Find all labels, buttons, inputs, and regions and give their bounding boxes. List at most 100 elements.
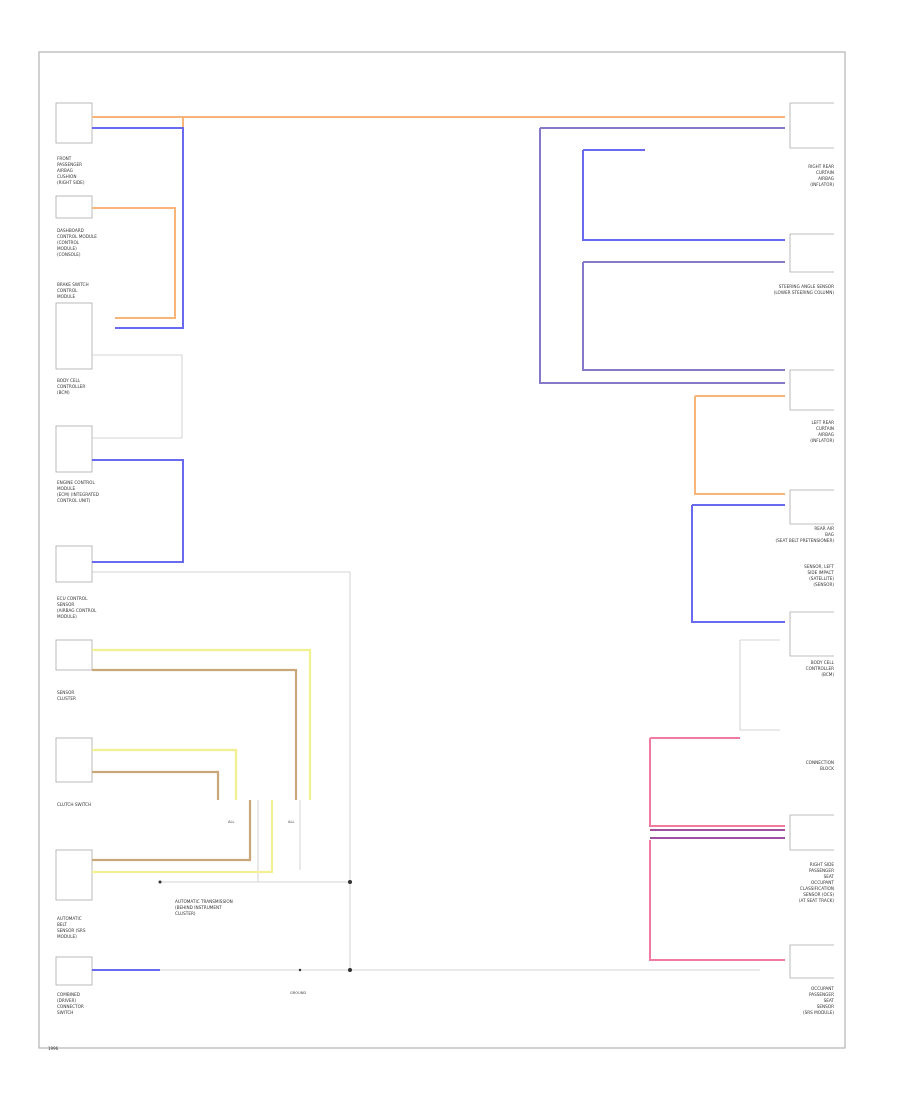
right-component-caption-line: (INFLATOR) [810,182,834,187]
right-component-caption-line: (SATELLITE) [809,576,834,581]
wire-blue [691,505,785,623]
gray-wires [92,354,780,971]
right-component-caption-line: (SRS MODULE) [803,1010,834,1015]
connector-box [789,489,834,525]
center-note-line: CLUSTER) [175,911,196,916]
right-component-caption-line: SEAT [824,874,835,879]
left-component-caption-line: CUSHION [57,174,76,179]
connector-box [789,102,834,149]
connector-box [55,545,93,583]
footer-label: 1996 [48,1046,59,1051]
left-component-caption-line: CONTROL [57,288,78,293]
connector-box [55,102,93,144]
left-component-caption-line: SENSOR [57,690,74,695]
left-component-caption-line: PASSENGER [57,162,82,167]
left-component-caption-line: (CONTROL [57,240,80,245]
junction-label: ALL [288,820,294,824]
right-component-caption-line: BAG [825,532,834,537]
right-component-caption-line: (LOWER STEERING COLUMN) [774,290,835,295]
wire-yellow [92,748,238,800]
left-component-caption-line: MODULE [57,294,76,299]
left-component-caption-line: (ECM) (INTEGRATED [57,492,99,497]
left-component-caption-line: CONNECTOR [57,1004,84,1009]
left-component-caption-line: SENSOR [57,602,74,607]
right-component-caption-line: REAR AIR [814,526,834,531]
right-component-caption-line: BODY CELL [811,660,835,665]
left-component-caption-line: (CONSOLE) [57,252,81,257]
wire-orange [694,396,785,495]
splice-dot [348,880,352,884]
splice-dot [298,968,302,972]
right-component-caption-line: RIGHT REAR [808,164,834,169]
right-component-caption-line: CURTAIN [816,170,834,175]
left-component-caption-line: (BCM) [57,390,70,395]
left-component-caption-line: FRONT [57,156,72,161]
wire-tan [92,800,252,862]
pink-wires [649,737,785,961]
left-component-caption-line: ECU CONTROL [57,596,88,601]
left-component-caption-line: ENGINE CONTROL [57,480,95,485]
connector-box [55,639,93,671]
right-component-caption-line: STEERING ANGLE SENSOR [779,284,834,289]
right-component-caption-line: OCCUPANT [811,880,834,885]
left-connector-boxes [55,102,93,986]
junction-label: ALL [228,820,234,824]
wire-gray [739,640,780,731]
right-component-caption-line: PASSENGER [809,868,834,873]
connector-box [55,302,93,370]
right-component-captions: RIGHT REARCURTAINAIRBAG(INFLATOR)STEERIN… [774,164,835,1015]
right-connector-boxes [789,102,834,979]
left-component-caption-line: SWITCH [57,1010,73,1015]
right-component-caption-line: CONNECTION [806,760,834,765]
wire-blue [582,150,785,241]
center-note-line: (BEHIND INSTRUMENT [175,905,222,910]
tan-wires [92,668,298,862]
connector-box [55,425,93,473]
right-component-caption-line: SENSOR, LEFT [804,564,834,569]
right-component-caption-line: RIGHT SIDE [810,862,835,867]
right-component-caption-line: (AT SEAT TRACK) [799,898,835,903]
connector-box [55,849,93,901]
right-component-caption-line: LEFT REAR [811,420,834,425]
connector-box [55,956,93,986]
left-component-caption-line: AUTOMATIC [57,916,82,921]
left-component-caption-line: CONTROL UNIT) [57,498,91,503]
left-component-caption-line: SENSOR (SRS [57,928,86,933]
left-component-caption-line: MODULE) [57,934,77,939]
left-component-caption-line: COMBINED [57,992,80,997]
wire-tan [92,668,298,800]
ground-label: GROUND [290,991,306,995]
connector-box [789,369,834,411]
violet-wires [539,127,785,384]
left-component-caption-line: (AIRBAG CONTROL [57,608,97,613]
right-component-caption-line: SIDE IMPACT [808,570,835,575]
wire-violet [582,262,785,371]
splice-dot [348,968,352,972]
connector-box [789,814,834,851]
left-component-caption-line: MODULE [57,486,76,491]
right-component-caption-line: SENSOR [817,1004,834,1009]
connector-box [789,233,834,273]
left-component-caption-line: CLUSTER [57,696,76,701]
right-component-caption-line: OCCUPANT [811,986,834,991]
connector-box [55,195,93,219]
left-component-caption-line: MODULE) [57,614,77,619]
orange-wires [92,116,785,495]
wire-pink [649,840,785,961]
left-component-caption-line: AIRBAG [57,168,73,173]
left-component-caption-line: CONTROL MODULE [57,234,97,239]
right-component-caption-line: CONTROLLER [806,666,834,671]
wire-gray [92,354,183,439]
right-component-caption-line: SEAT [824,998,835,1003]
wire-orange [92,207,176,319]
diagram-frame [38,51,846,1049]
blue-wires [92,127,785,971]
connector-box [55,737,93,783]
wire-gray [92,571,351,970]
left-component-caption-line: (RIGHT SIDE) [57,180,85,185]
right-component-caption-line: CURTAIN [816,426,834,431]
center-note: AUTOMATIC TRANSMISSION (BEHIND INSTRUMEN… [175,899,233,916]
left-component-caption-line: CLUTCH SWITCH [57,802,91,807]
right-component-caption-line: PASSENGER [809,992,834,997]
left-component-caption-line: DASHBOARD [57,228,84,233]
